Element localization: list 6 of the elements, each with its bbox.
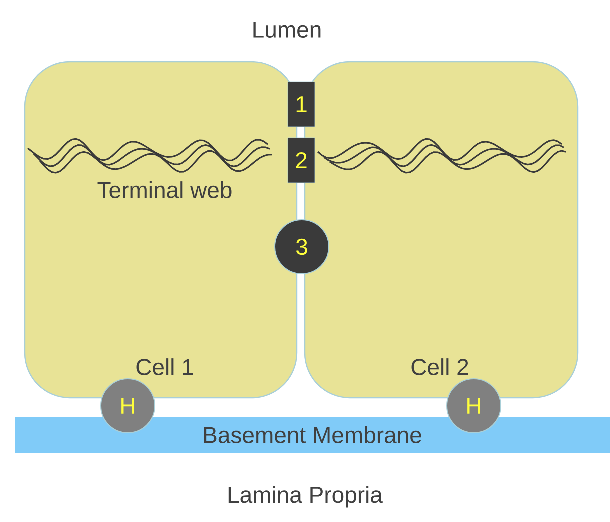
- region-label: Lamina Propria: [228, 486, 383, 508]
- junction-box: 1: [288, 82, 316, 128]
- membrane-band: Basement Membrane: [15, 417, 610, 453]
- region-label: Terminal web: [98, 182, 232, 198]
- lumen-label: Lumen: [254, 22, 321, 38]
- junction-box: 2: [288, 138, 316, 184]
